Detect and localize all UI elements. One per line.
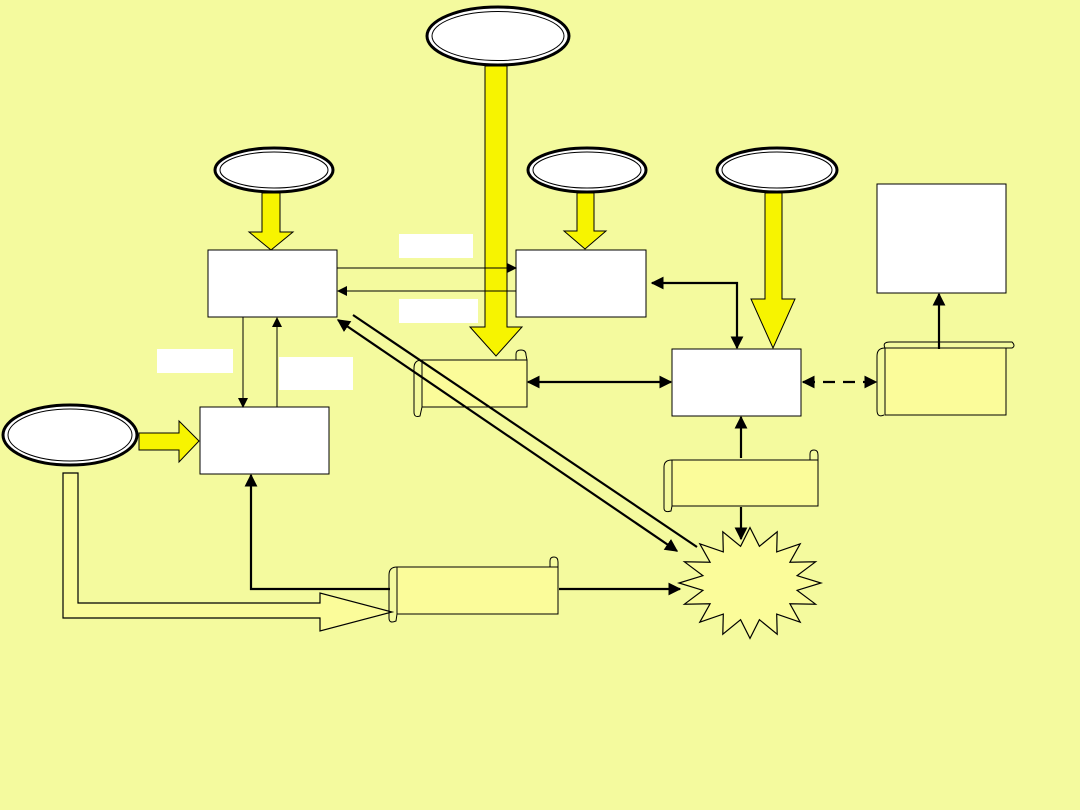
- ellipse-top-middle: [526, 146, 648, 194]
- ellipse-left: [1, 403, 139, 467]
- arrow-upper-center-to-center-right: [650, 276, 744, 350]
- ellipse-top-right: [715, 146, 839, 194]
- yellow-arrow-left: [138, 419, 200, 464]
- double-arrow-line-a: [336, 319, 679, 552]
- double-arrow-line-b: [352, 314, 698, 548]
- scroll-bottom: [388, 556, 559, 623]
- hollow-l-arrow: [62, 472, 395, 632]
- box-lower-left: [199, 406, 330, 475]
- yellow-arrow-top-middle: [562, 192, 608, 250]
- ellipse-top-center: [425, 5, 571, 67]
- burst-shape: [676, 526, 824, 640]
- box-center-right: [671, 348, 802, 417]
- box-far-right: [876, 183, 1007, 294]
- box-upper-left: [207, 249, 338, 318]
- box-upper-center: [515, 249, 647, 318]
- scroll-right: [876, 341, 1015, 417]
- label-box-bottom-arrow: [399, 299, 478, 323]
- label-box-left-up: [279, 357, 353, 390]
- yellow-arrow-top-left: [247, 192, 295, 251]
- arrow-bottom-scroll-to-lower-left-box: [244, 473, 390, 591]
- yellow-arrow-top-right: [750, 192, 796, 350]
- ellipse-top-left: [213, 146, 335, 194]
- label-box-top-arrow: [399, 234, 473, 258]
- label-box-left-down: [157, 349, 233, 373]
